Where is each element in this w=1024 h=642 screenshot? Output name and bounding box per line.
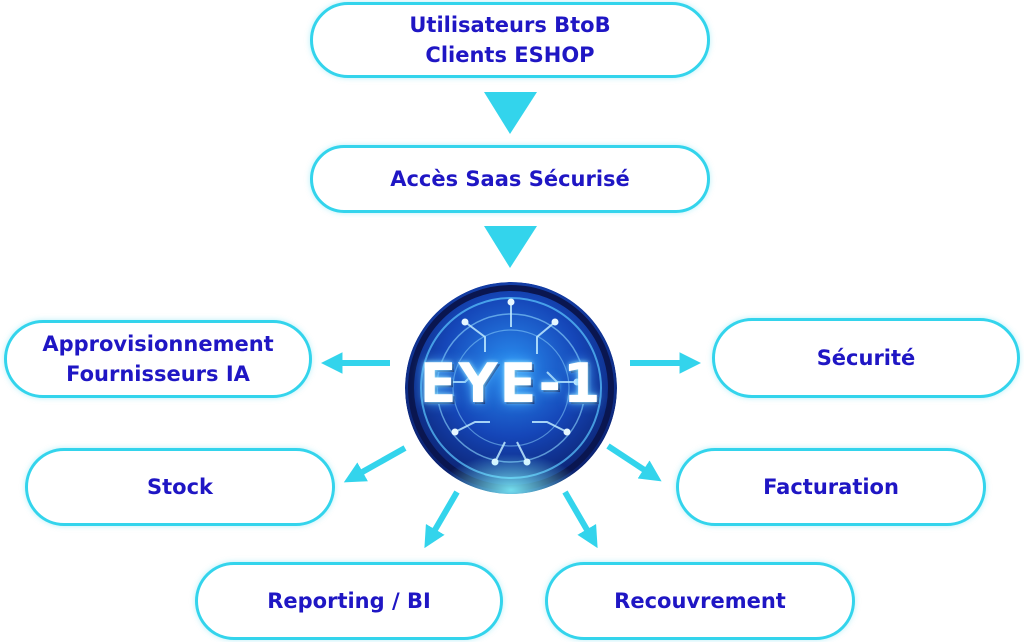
node-facturation: Facturation — [676, 448, 986, 526]
node-approvisionnement-line2: Fournisseurs IA — [66, 362, 250, 386]
node-utilisateurs-line1: Utilisateurs BtoB — [409, 13, 611, 37]
arrow-to-stock — [343, 445, 407, 483]
down-arrow-top — [484, 92, 537, 134]
node-recouvrement-label: Recouvrement — [614, 589, 786, 613]
node-stock-label: Stock — [146, 475, 213, 499]
node-approvisionnement-line1: Approvisionnement — [42, 332, 274, 356]
node-approvisionnement: Approvisionnement Fournisseurs IA — [4, 320, 312, 398]
node-stock: Stock — [25, 448, 335, 526]
node-reporting-label: Reporting / BI — [267, 589, 431, 613]
node-utilisateurs-line2: Clients ESHOP — [425, 43, 595, 67]
node-recouvrement: Recouvrement — [545, 562, 855, 640]
node-facturation-label: Facturation — [763, 475, 899, 499]
arrow-to-recouvrement — [562, 490, 598, 549]
circuit-emblem-icon — [405, 282, 617, 494]
arrow-to-reporting — [424, 490, 460, 549]
node-securite-label: Sécurité — [816, 346, 916, 370]
hub-label: EYE-1 — [419, 352, 603, 415]
node-acces-saas: Accès Saas Sécurisé — [310, 145, 710, 213]
node-utilisateurs: Utilisateurs BtoB Clients ESHOP — [310, 2, 710, 78]
node-securite: Sécurité — [712, 318, 1020, 398]
node-acces-saas-label: Accès Saas Sécurisé — [390, 167, 630, 191]
node-reporting: Reporting / BI — [195, 562, 503, 640]
eye1-hub-logo: EYE-1 — [405, 282, 617, 494]
down-arrow-middle — [484, 226, 537, 268]
arrow-to-facturation — [606, 443, 662, 482]
